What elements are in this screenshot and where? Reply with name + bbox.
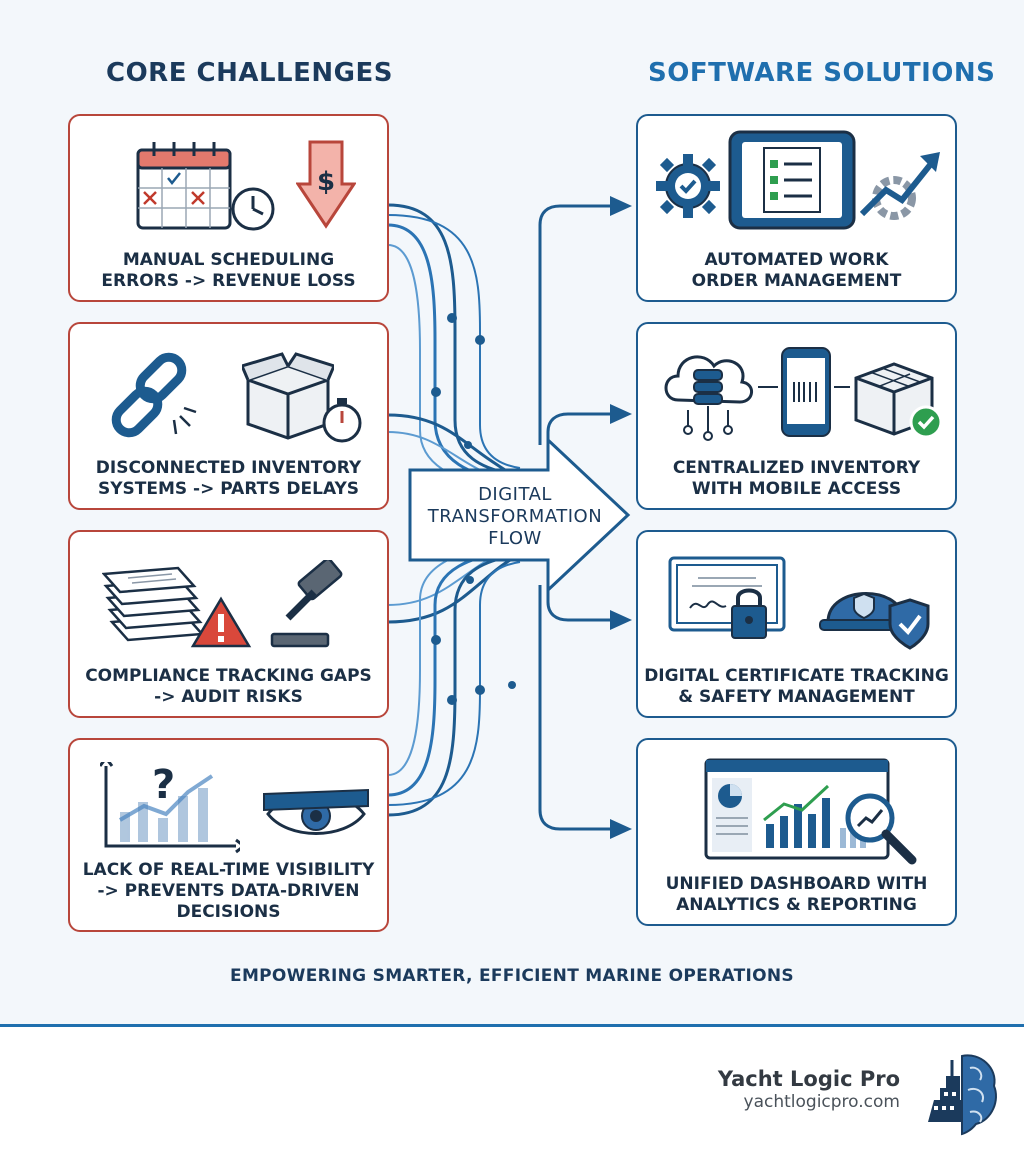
challenge-1-line2: ERRORS -> REVENUE LOSS — [101, 271, 356, 291]
brand-url[interactable]: yachtlogicpro.com — [743, 1092, 900, 1112]
challenge-4-line2: -> PREVENTS DATA-DRIVEN — [97, 881, 360, 901]
challenge-card-visibility: ? LACK OF REAL-TIME VISIBILITY -> PREVEN… — [68, 738, 389, 932]
stopwatch-icon — [322, 398, 362, 443]
warning-icon — [190, 596, 252, 648]
blindfold-eye-icon — [263, 788, 369, 835]
flow-label: DIGITAL TRANSFORMATION FLOW — [420, 484, 610, 550]
challenge-3-line1: COMPLIANCE TRACKING GAPS — [85, 666, 372, 686]
phone-barcode-icon — [781, 347, 831, 437]
magnifier-icon — [845, 793, 917, 865]
solution-card-dashboard: UNIFIED DASHBOARD WITH ANALYTICS & REPOR… — [636, 738, 957, 926]
solution-1-line1: AUTOMATED WORK — [704, 250, 889, 270]
solutions-title: SOFTWARE SOLUTIONS — [648, 58, 996, 88]
challenge-2-line1: DISCONNECTED INVENTORY — [95, 458, 362, 478]
box-icon — [242, 352, 334, 440]
yacht-brain-logo-icon — [928, 1054, 997, 1136]
challenge-card-inventory: DISCONNECTED INVENTORY SYSTEMS -> PARTS … — [68, 322, 389, 510]
calendar-icon — [136, 142, 232, 230]
challenge-2-line2: SYSTEMS -> PARTS DELAYS — [97, 479, 360, 499]
challenge-4-line3: DECISIONS — [176, 902, 281, 922]
gavel-icon — [270, 560, 343, 648]
solution-card-work-orders: AUTOMATED WORK ORDER MANAGEMENT — [636, 114, 957, 302]
solution-4-line1: UNIFIED DASHBOARD WITH — [665, 874, 928, 894]
brand-name: Yacht Logic Pro — [717, 1067, 900, 1091]
solution-card-inventory: CENTRALIZED INVENTORY WITH MOBILE ACCESS — [636, 322, 957, 510]
challenge-card-scheduling: $ MANUAL SCHEDULING ERRORS -> REVENUE LO… — [68, 114, 389, 302]
gear-growth-icon — [860, 152, 940, 220]
gear-check-icon — [656, 154, 720, 218]
challenge-card-compliance: COMPLIANCE TRACKING GAPS -> AUDIT RISKS — [68, 530, 389, 718]
svg-text:$: $ — [317, 167, 335, 197]
footer — [0, 1027, 1024, 1154]
dashboard-icon — [704, 758, 890, 860]
blurry-chart-icon — [100, 762, 240, 854]
flow-label-line1: DIGITAL — [478, 484, 552, 505]
challenge-1-line1: MANUAL SCHEDULING — [122, 250, 335, 270]
solution-3-line2: & SAFETY MANAGEMENT — [678, 687, 915, 707]
broken-chain-icon — [111, 352, 197, 438]
flow-lines — [387, 196, 632, 839]
solution-4-line2: ANALYTICS & REPORTING — [676, 895, 917, 915]
solution-1-line2: ORDER MANAGEMENT — [691, 271, 902, 291]
cloud-database-icon — [664, 355, 753, 441]
challenge-3-line2: -> AUDIT RISKS — [154, 687, 303, 707]
dollar-down-arrow-icon: $ — [296, 140, 356, 229]
challenge-4-line1: LACK OF REAL-TIME VISIBILITY — [82, 860, 375, 880]
flow-label-line2: TRANSFORMATION — [427, 506, 603, 527]
infographic-area: CORE CHALLENGES SOFTWARE SOLUTIONS — [68, 58, 996, 986]
question-icon: ? — [152, 762, 176, 808]
connector-line — [834, 386, 850, 388]
flow-label-line3: FLOW — [488, 528, 542, 549]
hard-hat-shield-icon — [819, 592, 930, 650]
connector-line — [758, 386, 778, 388]
solution-2-line2: WITH MOBILE ACCESS — [691, 479, 902, 499]
solution-3-line1: DIGITAL CERTIFICATE TRACKING — [644, 666, 949, 686]
box-check-icon — [854, 362, 943, 439]
challenges-title: CORE CHALLENGES — [106, 58, 393, 88]
clock-icon — [231, 187, 275, 231]
footer-divider — [0, 1024, 1024, 1027]
solution-2-line1: CENTRALIZED INVENTORY — [672, 458, 921, 478]
tagline: EMPOWERING SMARTER, EFFICIENT MARINE OPE… — [230, 966, 794, 986]
certificate-lock-icon — [668, 556, 786, 639]
tablet-checklist-icon — [728, 130, 856, 230]
solution-card-certificates: DIGITAL CERTIFICATE TRACKING & SAFETY MA… — [636, 530, 957, 718]
paper-stack-icon — [102, 566, 205, 642]
